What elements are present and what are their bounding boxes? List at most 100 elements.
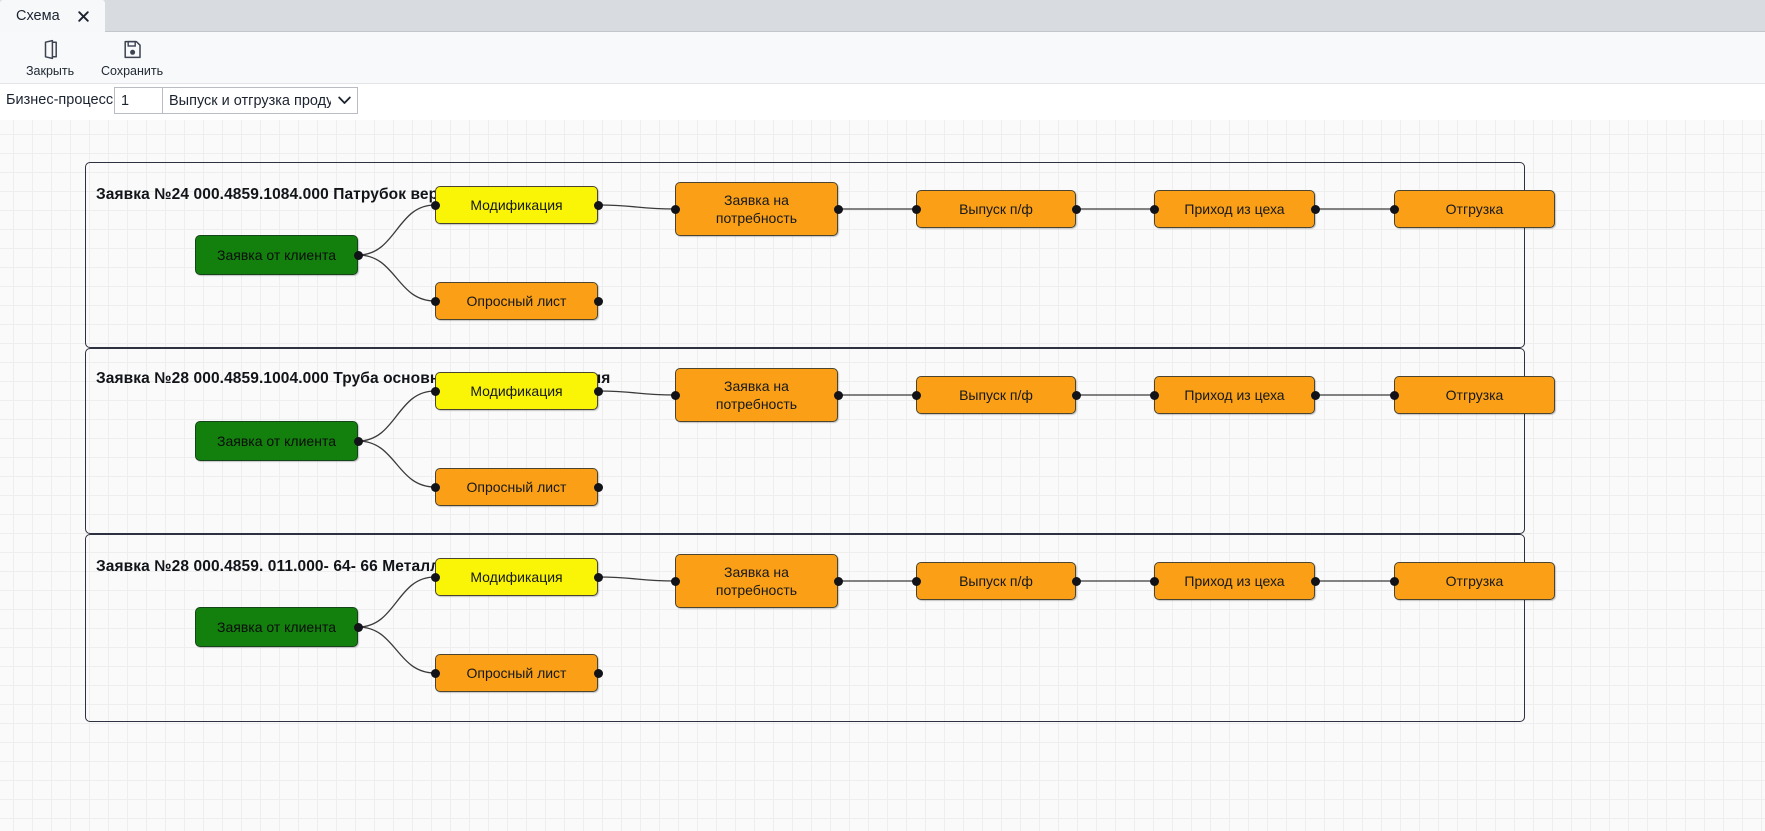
chevron-down-icon[interactable]: [331, 96, 357, 105]
node-port-r[interactable]: [833, 390, 843, 400]
save-button[interactable]: Сохранить: [95, 36, 169, 78]
tab-bar: Схема: [0, 0, 1765, 32]
business-process-select[interactable]: Выпуск и отгрузка проду: [162, 87, 358, 114]
node-request-from-client[interactable]: Заявка от клиента: [195, 607, 358, 647]
close-button-label: Закрыть: [26, 64, 75, 78]
tab-scheme[interactable]: Схема: [0, 0, 105, 32]
diagram-canvas[interactable]: Заявка №24 000.4859.1084.000 Патрубок ве…: [0, 120, 1765, 831]
node-port-r[interactable]: [353, 436, 363, 446]
node-shipment[interactable]: Отгрузка: [1394, 562, 1555, 600]
node-label: Приход из цеха: [1184, 200, 1285, 217]
node-label: Приход из цеха: [1184, 386, 1285, 403]
node-arrival-from-shop[interactable]: Приход из цеха: [1154, 190, 1315, 228]
node-port-l[interactable]: [1149, 390, 1159, 400]
save-button-label: Сохранить: [101, 64, 164, 78]
node-questionnaire[interactable]: Опросный лист: [435, 654, 598, 692]
node-port-r[interactable]: [353, 622, 363, 632]
node-label: Модификация: [470, 568, 563, 585]
node-port-r[interactable]: [593, 296, 603, 306]
node-port-l[interactable]: [430, 572, 440, 582]
node-modification[interactable]: Модификация: [435, 186, 598, 224]
node-port-l[interactable]: [670, 390, 680, 400]
node-port-r[interactable]: [593, 200, 603, 210]
node-port-r[interactable]: [1071, 390, 1081, 400]
exit-door-icon: [40, 38, 61, 60]
node-label: Опросный лист: [466, 664, 567, 681]
node-port-l[interactable]: [670, 576, 680, 586]
node-label: Заявка на потребность: [715, 563, 798, 598]
node-port-r[interactable]: [593, 482, 603, 492]
lane-title: Заявка №24 000.4859.1084.000 Патрубок ве…: [96, 186, 476, 203]
node-shipment[interactable]: Отгрузка: [1394, 376, 1555, 414]
node-label: Выпуск п/ф: [959, 200, 1033, 217]
lane-title: Заявка №28 000.4859. 011.000- 64- 66 Мет…: [96, 558, 494, 575]
node-port-l[interactable]: [430, 296, 440, 306]
node-label: Отгрузка: [1445, 200, 1504, 217]
node-port-r[interactable]: [1071, 204, 1081, 214]
node-questionnaire[interactable]: Опросный лист: [435, 282, 598, 320]
node-semifinished-release[interactable]: Выпуск п/ф: [916, 190, 1076, 228]
node-port-r[interactable]: [353, 250, 363, 260]
node-port-l[interactable]: [1149, 576, 1159, 586]
parameter-row: Бизнес-процесс 1 Выпуск и отгрузка проду: [0, 84, 1765, 120]
node-modification[interactable]: Модификация: [435, 372, 598, 410]
node-port-l[interactable]: [911, 576, 921, 586]
node-label: Модификация: [470, 196, 563, 213]
close-icon[interactable]: [76, 9, 91, 24]
node-port-l[interactable]: [430, 200, 440, 210]
node-label: Заявка от клиента: [217, 246, 336, 263]
node-port-l[interactable]: [911, 204, 921, 214]
node-port-r[interactable]: [593, 386, 603, 396]
node-label: Заявка на потребность: [715, 377, 798, 412]
node-label: Выпуск п/ф: [959, 386, 1033, 403]
node-label: Заявка от клиента: [217, 618, 336, 635]
node-label: Заявка на потребность: [715, 191, 798, 226]
node-label: Опросный лист: [466, 292, 567, 309]
node-request-from-client[interactable]: Заявка от клиента: [195, 421, 358, 461]
node-label: Опросный лист: [466, 478, 567, 495]
node-demand-request[interactable]: Заявка на потребность: [675, 554, 838, 608]
node-port-r[interactable]: [1310, 204, 1320, 214]
node-port-l[interactable]: [1389, 576, 1399, 586]
node-demand-request[interactable]: Заявка на потребность: [675, 368, 838, 422]
node-port-l[interactable]: [430, 482, 440, 492]
node-port-r[interactable]: [833, 576, 843, 586]
node-label: Заявка от клиента: [217, 432, 336, 449]
node-port-l[interactable]: [430, 668, 440, 678]
node-port-r[interactable]: [593, 572, 603, 582]
floppy-save-icon: [122, 38, 143, 60]
node-port-l[interactable]: [1389, 204, 1399, 214]
node-arrival-from-shop[interactable]: Приход из цеха: [1154, 376, 1315, 414]
node-port-r[interactable]: [1310, 390, 1320, 400]
node-label: Отгрузка: [1445, 572, 1504, 589]
node-demand-request[interactable]: Заявка на потребность: [675, 182, 838, 236]
node-label: Приход из цеха: [1184, 572, 1285, 589]
node-port-r[interactable]: [1071, 576, 1081, 586]
node-questionnaire[interactable]: Опросный лист: [435, 468, 598, 506]
node-port-l[interactable]: [1149, 204, 1159, 214]
node-arrival-from-shop[interactable]: Приход из цеха: [1154, 562, 1315, 600]
node-label: Выпуск п/ф: [959, 572, 1033, 589]
node-port-r[interactable]: [833, 204, 843, 214]
lane-3[interactable]: Заявка №28 000.4859. 011.000- 64- 66 Мет…: [85, 534, 1525, 722]
node-port-l[interactable]: [670, 204, 680, 214]
node-modification[interactable]: Модификация: [435, 558, 598, 596]
business-process-number-input[interactable]: 1: [114, 87, 162, 114]
node-semifinished-release[interactable]: Выпуск п/ф: [916, 376, 1076, 414]
node-shipment[interactable]: Отгрузка: [1394, 190, 1555, 228]
node-semifinished-release[interactable]: Выпуск п/ф: [916, 562, 1076, 600]
node-port-r[interactable]: [593, 668, 603, 678]
node-label: Модификация: [470, 382, 563, 399]
lane-1[interactable]: Заявка №24 000.4859.1084.000 Патрубок ве…: [85, 162, 1525, 348]
node-port-l[interactable]: [1389, 390, 1399, 400]
close-button[interactable]: Закрыть: [20, 36, 80, 78]
node-request-from-client[interactable]: Заявка от клиента: [195, 235, 358, 275]
node-label: Отгрузка: [1445, 386, 1504, 403]
node-port-r[interactable]: [1310, 576, 1320, 586]
node-port-l[interactable]: [430, 386, 440, 396]
tab-scheme-label: Схема: [16, 8, 60, 24]
business-process-select-value: Выпуск и отгрузка проду: [169, 92, 331, 109]
business-process-label: Бизнес-процесс: [6, 92, 114, 108]
node-port-l[interactable]: [911, 390, 921, 400]
